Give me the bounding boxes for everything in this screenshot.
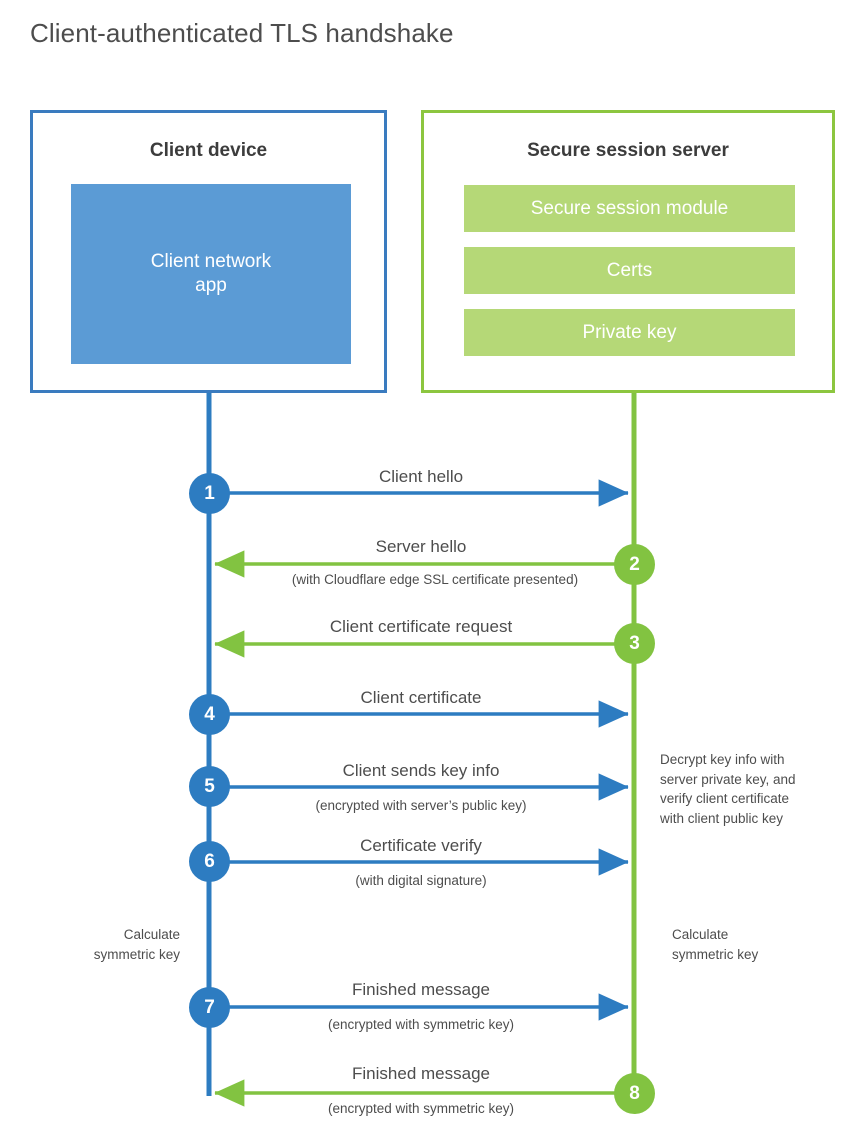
client-calculate-symmetric-key-note: Calculate symmetric key	[35, 925, 180, 964]
message-sublabel-8: (encrypted with symmetric key)	[327, 1101, 515, 1116]
message-label-5: Client sends key info	[342, 761, 500, 780]
server-decrypt-note-line-2: server private key, and	[660, 771, 796, 787]
message-sublabel-2: (with Cloudflare edge SSL certificate pr…	[291, 572, 579, 587]
server-symmetric-note-line-2: symmetric key	[672, 946, 759, 962]
message-label-7: Finished message	[352, 980, 490, 999]
step-circle-4[interactable]: 4	[189, 694, 230, 735]
step-circle-3[interactable]: 3	[614, 623, 655, 664]
client-note-line-2: symmetric key	[93, 946, 180, 962]
message-label-1: Client hello	[378, 467, 464, 486]
server-decrypt-verify-note: Decrypt key info with server private key…	[660, 750, 840, 828]
page-title: Client-authenticated TLS handshake	[30, 18, 454, 48]
step-circle-2[interactable]: 2	[614, 544, 655, 585]
message-sublabel-7: (encrypted with symmetric key)	[327, 1017, 515, 1032]
server-decrypt-note-line-3: verify client certificate	[660, 791, 790, 807]
server-calculate-symmetric-key-note: Calculate symmetric key	[672, 925, 842, 964]
client-note-line-1: Calculate	[123, 927, 180, 942]
step-circle-5[interactable]: 5	[189, 766, 230, 807]
step-circle-8[interactable]: 8	[614, 1073, 655, 1114]
server-decrypt-note-line-1: Decrypt key info with	[660, 752, 785, 767]
step-circle-6[interactable]: 6	[189, 841, 230, 882]
secure-session-server-box: Secure session server Secure session mod…	[421, 110, 835, 393]
step-circle-1[interactable]: 1	[189, 473, 230, 514]
server-component-private-key: Private key	[464, 309, 795, 356]
server-decrypt-note-line-4: with client public key	[660, 810, 784, 826]
message-sublabel-6: (with digital signature)	[355, 873, 487, 888]
message-label-2: Server hello	[375, 537, 467, 556]
message-label-4: Client certificate	[360, 688, 482, 707]
message-label-6: Certificate verify	[360, 836, 482, 855]
client-device-title: Client device	[149, 140, 268, 161]
message-label-3: Client certificate request	[329, 617, 513, 636]
server-symmetric-note-line-1: Calculate	[672, 927, 729, 942]
message-label-8: Finished message	[352, 1064, 490, 1083]
server-component-certs: Certs	[464, 247, 795, 294]
message-sublabel-5: (encrypted with server’s public key)	[315, 798, 527, 813]
step-circle-7[interactable]: 7	[189, 987, 230, 1028]
server-component-secure-session-module: Secure session module	[464, 185, 795, 232]
secure-session-server-title: Secure session server	[527, 140, 729, 161]
